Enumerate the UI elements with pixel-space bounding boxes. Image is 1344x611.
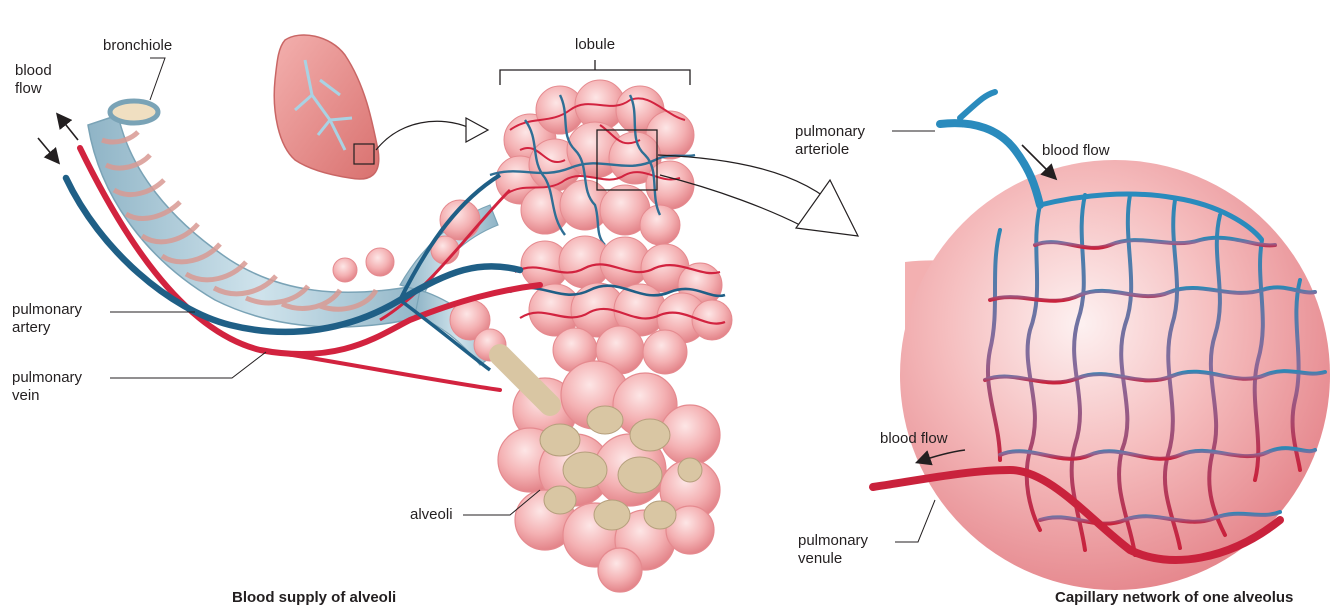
- caption-left: Blood supply of alveoli: [232, 589, 396, 606]
- alveolar-sac: [498, 355, 720, 592]
- blood-flow-label-top: blood flow: [1042, 142, 1110, 160]
- pulmonary-artery-label: pulmonary artery: [12, 301, 82, 337]
- lobule-label: lobule: [575, 36, 615, 54]
- pulmonary-venule-label: pulmonary venule: [798, 532, 868, 568]
- pulmonary-vein-label: pulmonary vein: [12, 369, 82, 405]
- caption-right: Capillary network of one alveolus: [1055, 589, 1293, 606]
- single-alveolus: [873, 92, 1330, 590]
- alveoli-label: alveoli: [410, 506, 453, 524]
- bronchiole-label: bronchiole: [103, 37, 172, 55]
- blood-flow-label-left: blood flow: [15, 62, 52, 98]
- flow-arrows-left: [38, 115, 78, 162]
- lung-thumbnail: [274, 35, 488, 179]
- pulmonary-arteriole-label: pulmonary arteriole: [795, 123, 865, 159]
- blood-flow-label-bottom: blood flow: [880, 430, 948, 448]
